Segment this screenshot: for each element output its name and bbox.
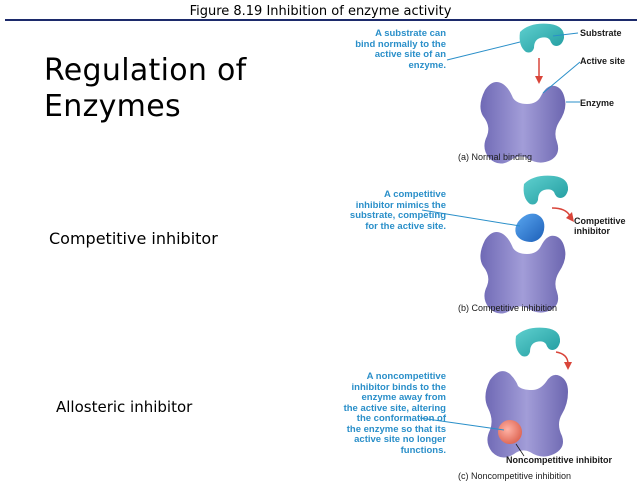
competitive-inhibitor-label-b: Competitive inhibitor: [574, 216, 626, 236]
panel-a-graphic: [446, 23, 581, 164]
allosteric-inhibitor-label: Allosteric inhibitor: [56, 398, 193, 416]
panel-c-graphic: [419, 327, 572, 458]
substrate-shape-c: [515, 327, 561, 357]
substrate-shape: [519, 23, 565, 53]
header: Figure 8.19 Inhibition of enzyme activit…: [0, 0, 641, 24]
panel-b-caption: (b) Competitive inhibition: [458, 303, 558, 313]
panel-b-graphic: [421, 175, 574, 314]
enzyme-label: Enzyme: [580, 98, 615, 108]
enzyme-shape-c: [485, 371, 568, 458]
enzyme-shape-a: [480, 82, 566, 164]
panel-a-note: A substrate can bind normally to the act…: [355, 28, 446, 71]
panel-c-note: A noncompetitive inhibitor binds to the …: [343, 371, 446, 456]
enzyme-shape-b: [480, 232, 566, 314]
substrate-label: Substrate: [580, 28, 622, 38]
substrate-shape-b: [523, 175, 569, 205]
slide-title-line-1: Regulation of: [44, 53, 247, 88]
competitive-inhibitor-shape: [515, 213, 545, 242]
panel-c-caption: (c) Noncompetitive inhibition: [458, 471, 572, 481]
noncompetitive-inhibitor-label: Noncompetitive inhibitor: [506, 455, 613, 465]
noncompetitive-inhibitor-shape: [498, 420, 522, 444]
header-rule: [5, 19, 637, 21]
competitive-inhibitor-label: Competitive inhibitor: [49, 229, 218, 248]
slide-title-line-2: Enzymes: [44, 89, 181, 124]
active-site-label: Active site: [580, 56, 626, 66]
panel-a-caption: (a) Normal binding: [458, 152, 533, 162]
panel-b-note: A competitive inhibitor mimics the subst…: [349, 189, 446, 232]
slide-title: Regulation of Enzymes: [44, 53, 247, 125]
figure-caption: Figure 8.19 Inhibition of enzyme activit…: [189, 4, 452, 19]
